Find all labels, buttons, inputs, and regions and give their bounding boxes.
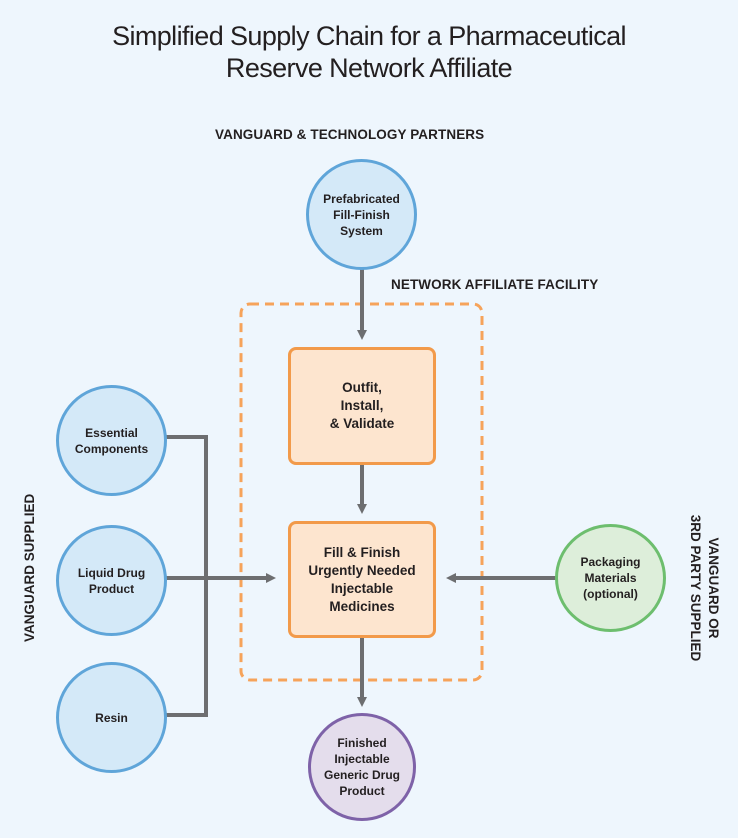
node-text: Injectable (330, 580, 394, 596)
title-line-2: Reserve Network Affiliate (225, 53, 513, 83)
node-finished-product[interactable]: Finished Injectable Generic Drug Product (308, 713, 416, 821)
node-text: Prefabricated (323, 191, 400, 206)
node-text: Urgently Needed (308, 562, 416, 578)
node-text: Liquid Drug (77, 565, 146, 580)
node-text: & Validate (329, 416, 395, 431)
diagram-title: Simplified Supply Chain for a Pharmaceut… (0, 20, 738, 84)
node-text: Materials (584, 571, 637, 585)
node-text: (optional) (583, 587, 638, 601)
node-text: Fill-Finish (333, 207, 390, 222)
node-text: Generic Drug (323, 768, 401, 782)
node-liquid-drug-product[interactable]: Liquid Drug Product (56, 525, 167, 636)
node-text: Fill & Finish (323, 544, 401, 560)
node-text: Injectable (334, 752, 390, 766)
node-text: Outfit, (342, 380, 382, 395)
node-essential-components[interactable]: Essential Components (56, 385, 167, 496)
facility-label: NETWORK AFFILIATE FACILITY (391, 277, 599, 292)
node-prefabricated-system[interactable]: Prefabricated Fill-Finish System (306, 159, 417, 270)
node-packaging-materials[interactable]: Packaging Materials (optional) (555, 524, 666, 632)
node-fill-finish[interactable]: Fill & Finish Urgently Needed Injectable… (288, 521, 436, 638)
node-text: Product (88, 581, 135, 596)
node-resin[interactable]: Resin (56, 662, 167, 773)
node-text: Medicines (329, 598, 395, 614)
node-text: Install, (340, 398, 384, 413)
node-text: Packaging (580, 555, 641, 569)
node-text: Essential (85, 425, 138, 440)
partners-label: VANGUARD & TECHNOLOGY PARTNERS (215, 127, 485, 142)
node-text: Finished (337, 736, 387, 750)
node-text: System (340, 223, 383, 238)
node-outfit-install-validate[interactable]: Outfit, Install, & Validate (288, 347, 436, 465)
node-text: Resin (95, 710, 128, 725)
title-line-1: Simplified Supply Chain for a Pharmaceut… (112, 21, 626, 51)
node-text: Components (74, 441, 149, 456)
node-text: Product (339, 784, 385, 798)
